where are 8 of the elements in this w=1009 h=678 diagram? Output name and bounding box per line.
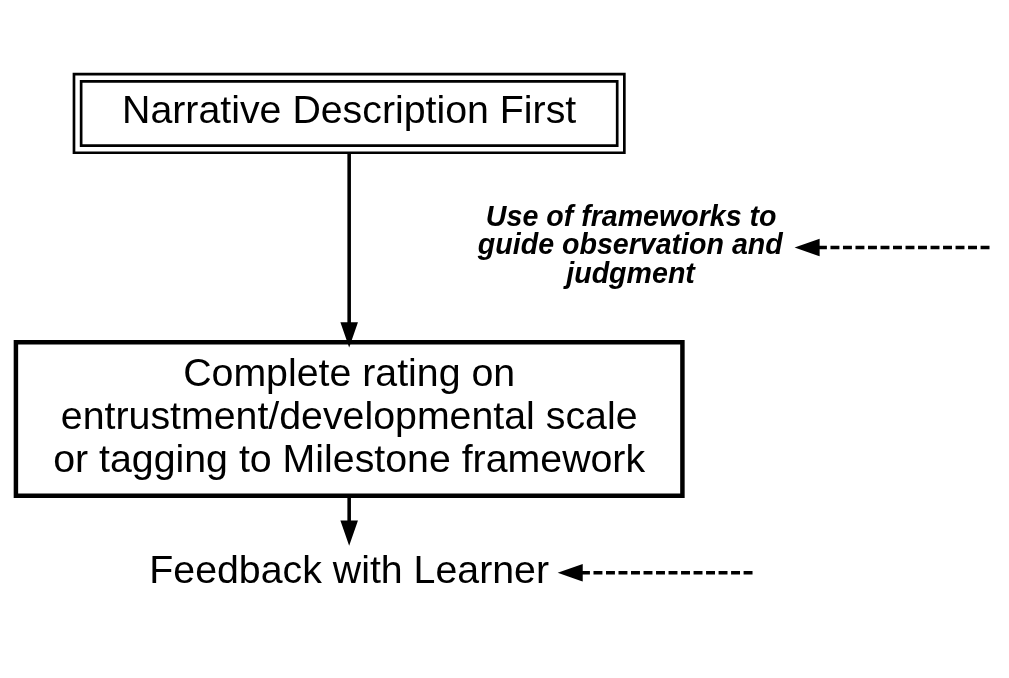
arrow: [340, 496, 358, 546]
node-text: Use of frameworks to guide observation and judgment: [477, 199, 783, 289]
node-text: Feedback with Learner: [149, 546, 550, 591]
node-box: Complete rating on entrustment/developmental scale or tagging to Milestone framework: [13, 339, 685, 498]
node-box: Narrative Description First: [72, 72, 626, 154]
arrow: [557, 563, 755, 581]
arrow: [340, 152, 358, 347]
arrow: [794, 238, 992, 256]
